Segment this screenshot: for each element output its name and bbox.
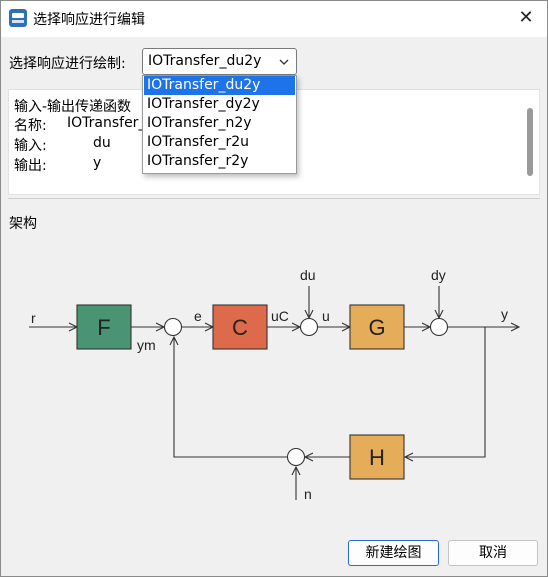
block-g-label: G	[368, 315, 385, 340]
architecture-label: 架构	[9, 216, 37, 232]
title-bar: 选择响应进行编辑 ✕	[1, 1, 547, 37]
block-h-label: H	[369, 445, 385, 470]
sum-junction-4	[286, 447, 306, 467]
info-input-label: 输入:	[14, 138, 47, 154]
app-icon	[9, 9, 27, 27]
window-title: 选择响应进行编辑	[33, 12, 145, 28]
response-dropdown[interactable]: IOTransfer_du2y	[142, 48, 297, 75]
signal-y: y	[501, 306, 508, 322]
option-n2y[interactable]: IOTransfer_n2y	[147, 115, 252, 131]
signal-dy: dy	[431, 267, 446, 283]
info-input-value: du	[93, 135, 111, 151]
wire-sum4-sum1	[174, 337, 287, 458]
dropdown-popup-list: IOTransfer_du2y IOTransfer_dy2y IOTransf…	[142, 75, 297, 174]
dropdown-selected-value: IOTransfer_du2y	[148, 53, 262, 69]
option-du2y[interactable]: IOTransfer_du2y	[144, 76, 295, 95]
sum-junction-3	[429, 317, 449, 337]
plot-select-label: 选择响应进行绘制:	[9, 56, 126, 72]
block-g	[349, 304, 405, 350]
info-name-label: 名称:	[14, 118, 47, 134]
sum-junction-1	[163, 317, 183, 337]
sum-junction-2	[299, 317, 319, 337]
divider	[8, 198, 540, 199]
signal-n: n	[304, 486, 312, 502]
block-c	[212, 304, 268, 350]
signal-uc: uC	[271, 308, 289, 324]
option-dy2y[interactable]: IOTransfer_dy2y	[147, 96, 260, 112]
info-heading: 输入-输出传递函数	[14, 99, 132, 115]
option-r2u[interactable]: IOTransfer_r2u	[147, 134, 249, 150]
info-output-value: y	[93, 155, 102, 171]
wire-y-h	[405, 327, 486, 457]
block-c-label: C	[232, 315, 248, 340]
block-f	[76, 304, 132, 350]
signal-ym: ym	[137, 337, 156, 353]
signal-r: r	[31, 310, 36, 326]
cancel-button[interactable]: 取消	[448, 540, 538, 566]
chevron-down-icon	[279, 59, 289, 65]
signal-e: e	[194, 308, 202, 324]
info-output-label: 输出:	[14, 158, 47, 174]
option-r2y[interactable]: IOTransfer_r2y	[147, 153, 249, 169]
block-f-label: F	[97, 315, 110, 340]
signal-du: du	[300, 267, 316, 283]
block-h	[349, 434, 405, 480]
close-icon[interactable]: ✕	[518, 7, 534, 28]
signal-u: u	[322, 308, 330, 324]
new-plot-button[interactable]: 新建绘图	[348, 540, 439, 566]
info-scrollbar[interactable]	[527, 108, 533, 176]
